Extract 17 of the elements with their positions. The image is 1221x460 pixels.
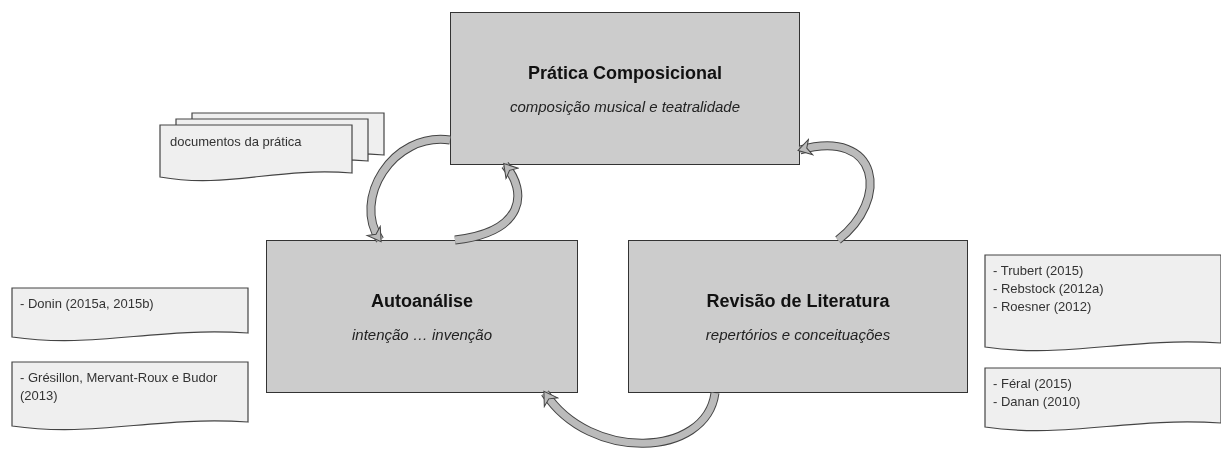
reference-text: - Roesner (2012): [993, 298, 1093, 316]
reference-text: documentos da prática: [170, 133, 303, 151]
box-title: Revisão de Literatura: [706, 290, 890, 312]
process-box: [266, 240, 578, 393]
reference-text: - Rebstock (2012a): [993, 280, 1105, 298]
box-title: Autoanálise: [371, 290, 473, 312]
box-subtitle: repertórios e conceituações: [705, 325, 891, 343]
reference-text: - Grésillon, Mervant-Roux e Budor (2013): [20, 369, 219, 405]
box-title: Prática Composicional: [527, 62, 723, 84]
process-box: [628, 240, 968, 393]
reference-text: - Donin (2015a, 2015b): [20, 295, 155, 313]
reference-text: - Trubert (2015): [993, 262, 1085, 280]
box-subtitle: composição musical e teatralidade: [509, 97, 741, 115]
process-box: [450, 12, 800, 165]
box-subtitle: intenção … invenção: [351, 325, 493, 343]
reference-text: - Danan (2010): [993, 393, 1082, 411]
reference-text: - Féral (2015): [993, 375, 1073, 393]
